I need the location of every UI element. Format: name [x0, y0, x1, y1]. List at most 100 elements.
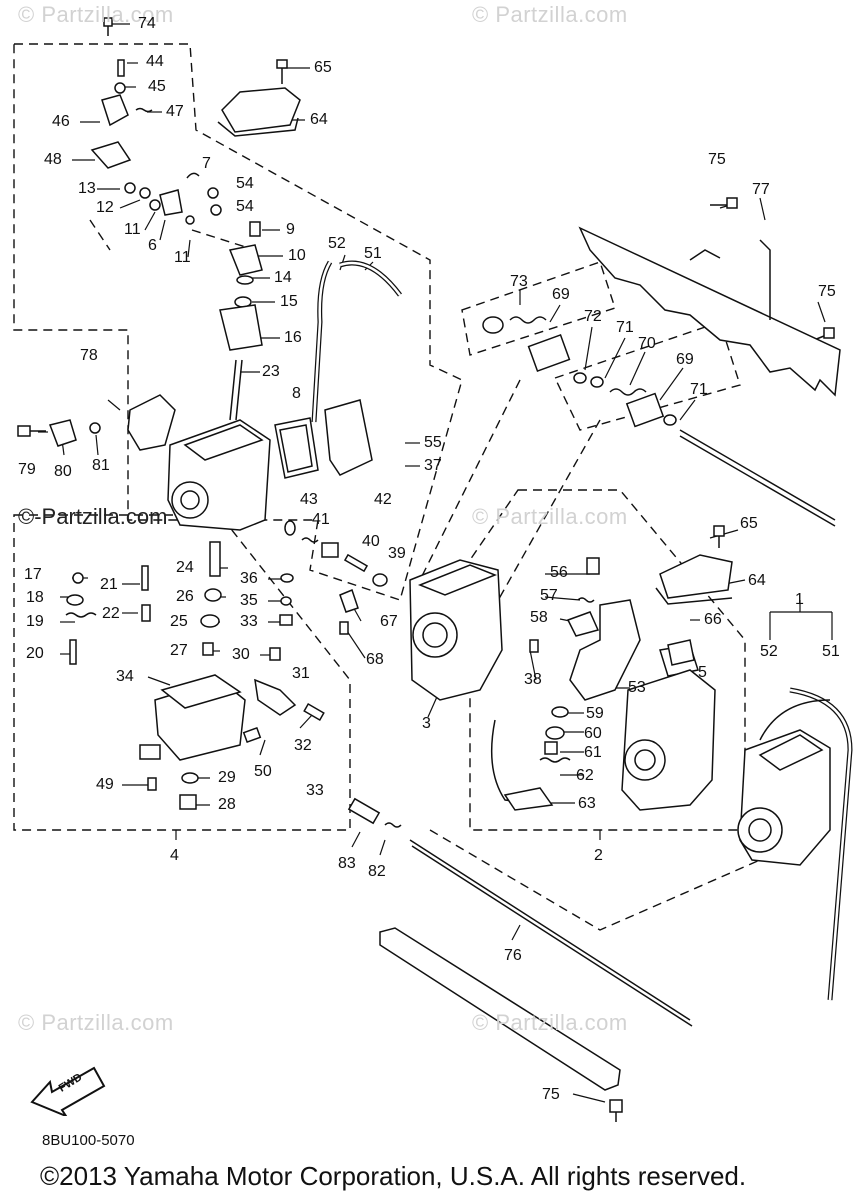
callout-number: 80 [54, 463, 72, 480]
callout-number: 53 [628, 679, 646, 696]
callout-number: 40 [362, 533, 380, 550]
callout-number: 11 [124, 221, 141, 238]
callout-number: 59 [586, 705, 604, 722]
callout-number: 33 [240, 613, 258, 630]
callout-number: 41 [312, 511, 330, 528]
callout-number: 16 [284, 329, 302, 346]
callout-number: 71 [616, 319, 634, 336]
callout-number: 52 [760, 643, 778, 660]
callout-number: 1 [795, 591, 804, 608]
callout-number: 10 [288, 247, 306, 264]
callout-number: 75 [818, 283, 836, 300]
callout-number: 51 [822, 643, 840, 660]
callout-number: 20 [26, 645, 44, 662]
callout-number: 52 [328, 235, 346, 252]
callout-number: 8 [292, 385, 301, 402]
callout-number: 9 [286, 221, 295, 238]
callout-number: 17 [24, 566, 42, 583]
callout-number: 42 [374, 491, 392, 508]
callout-number: 28 [218, 796, 236, 813]
watermark: © Partzilla.com [472, 504, 628, 529]
callout-number: 63 [578, 795, 596, 812]
callout-number: 44 [146, 53, 164, 70]
callout-number: 58 [530, 609, 548, 626]
callout-number: 26 [176, 588, 194, 605]
callout-number: 4 [170, 847, 179, 864]
callout-number: 56 [550, 564, 568, 581]
callout-number: 57 [540, 587, 558, 604]
callout-number: 51 [364, 245, 382, 262]
callout-number: 67 [380, 613, 398, 630]
callout-number: 11 [174, 249, 191, 266]
callout-number: 70 [638, 335, 656, 352]
watermark: © Partzilla.com [18, 2, 174, 27]
copyright-notice: ©2013 Yamaha Motor Corporation, U.S.A. A… [40, 1161, 747, 1191]
parts-artwork [17, 17, 853, 1122]
callout-number: 46 [52, 113, 70, 130]
callout-number: 13 [78, 180, 96, 197]
callout-number: 66 [704, 611, 722, 628]
callout-number: 25 [170, 613, 188, 630]
callout-number: 23 [262, 363, 280, 380]
callout-number: 22 [102, 605, 120, 622]
callout-number: 50 [254, 763, 272, 780]
callout-number: 79 [18, 461, 36, 478]
callout-number: 33 [306, 782, 324, 799]
callout-number: 34 [116, 668, 134, 685]
callout-number: 12 [96, 199, 114, 216]
callout-number: 35 [240, 592, 258, 609]
callout-number: 81 [92, 457, 110, 474]
callout-number: 76 [504, 947, 522, 964]
callout-number: 65 [740, 515, 758, 532]
callout-number: 78 [80, 347, 98, 364]
callout-number: 45 [148, 78, 166, 95]
callout-number: 49 [96, 776, 114, 793]
watermark: © Partzilla.com [472, 2, 628, 27]
callout-number: 30 [232, 646, 250, 663]
callout-number: 69 [552, 286, 570, 303]
callout-number: 3 [422, 715, 431, 732]
callout-number: 60 [584, 725, 602, 742]
watermark: ©-Partzilla.com [18, 504, 168, 529]
callout-number: 62 [576, 767, 594, 784]
callout-number: 82 [368, 863, 386, 880]
callout-number: 83 [338, 855, 356, 872]
callout-number: 7 [202, 155, 211, 172]
callout-number: 19 [26, 613, 44, 630]
callout-number: 77 [752, 181, 770, 198]
callout-number: 69 [676, 351, 694, 368]
callout-number: 48 [44, 151, 62, 168]
callout-number: 68 [366, 651, 384, 668]
callout-number: 39 [388, 545, 406, 562]
callout-number: 75 [708, 151, 726, 168]
callout-number: 54 [236, 198, 254, 215]
callout-number: 64 [310, 111, 328, 128]
callout-number: 31 [292, 665, 310, 682]
callout-number: 64 [748, 572, 766, 589]
callout-number: 21 [100, 576, 118, 593]
callout-number: 24 [176, 559, 194, 576]
callout-number: 18 [26, 589, 44, 606]
forward-arrow-icon [30, 1066, 106, 1116]
callout-number: 36 [240, 570, 258, 587]
watermark: © Partzilla.com [472, 1010, 628, 1035]
callout-number: 38 [524, 671, 542, 688]
callout-number: 2 [594, 847, 603, 864]
diagram-code: 8BU100-5070 [42, 1132, 135, 1149]
callout-number: 6 [148, 237, 157, 254]
callout-number: 71 [690, 381, 708, 398]
callout-number: 14 [274, 269, 292, 286]
callout-number: 74 [138, 15, 156, 32]
callout-number: 15 [280, 293, 298, 310]
callout-number: 32 [294, 737, 312, 754]
callout-number: 75 [542, 1086, 560, 1103]
callout-number: 5 [698, 664, 707, 681]
callout-number: 73 [510, 273, 528, 290]
callout-number: 61 [584, 744, 602, 761]
callout-number: 55 [424, 434, 442, 451]
callout-number: 54 [236, 175, 254, 192]
callout-number: 43 [300, 491, 318, 508]
callout-number: 37 [424, 457, 442, 474]
callout-number: 47 [166, 103, 184, 120]
